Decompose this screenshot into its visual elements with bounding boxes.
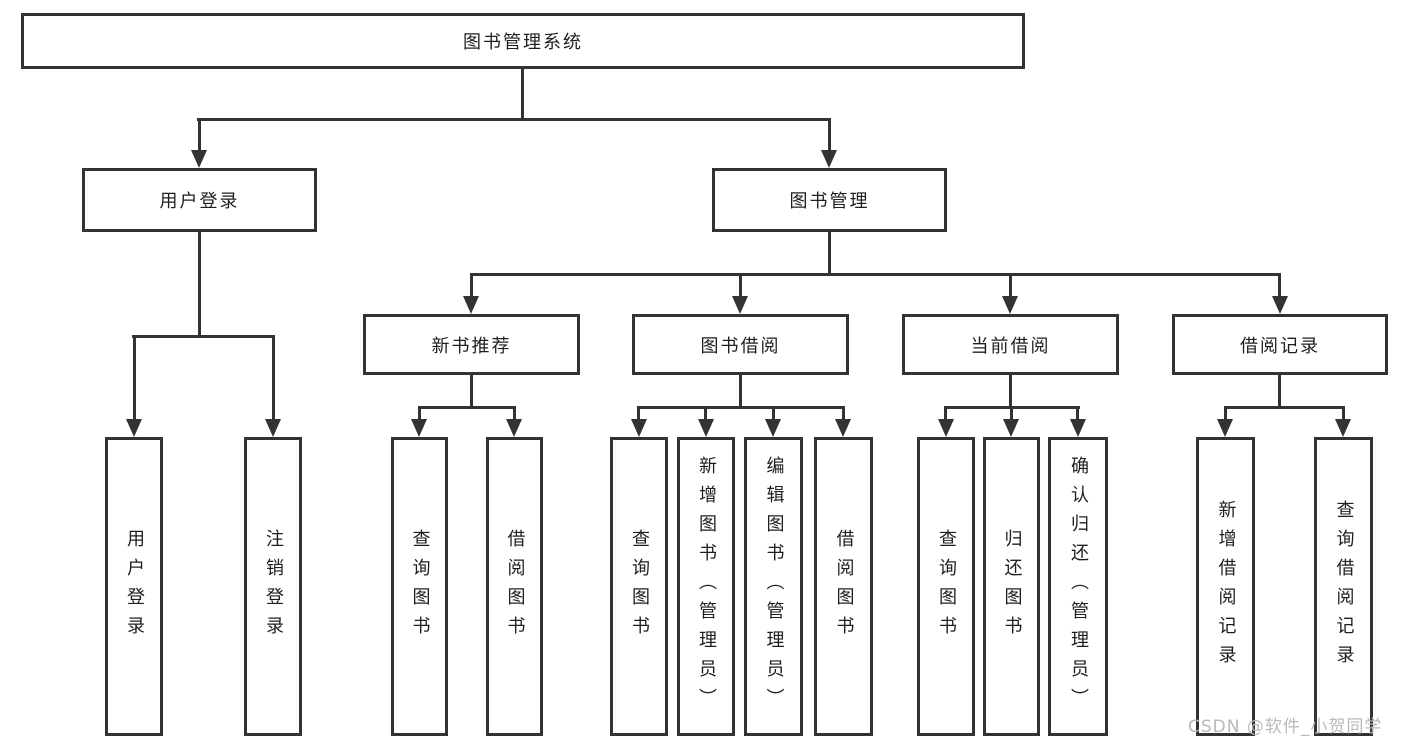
leaf-rec-query-book: 查询图书 <box>391 437 448 736</box>
connector-line <box>828 232 831 276</box>
leaf-br-query-record: 查询借阅记录 <box>1314 437 1373 736</box>
leaf-cb-confirm-return-admin: 确认归还（管理员） <box>1048 437 1108 736</box>
leaf-label: 新增借阅记录 <box>1215 499 1237 674</box>
arrow-down-icon <box>411 419 427 437</box>
connector-line <box>133 338 136 423</box>
connector-line <box>272 338 275 423</box>
arrow-down-icon <box>631 419 647 437</box>
node-book-borrowing: 图书借阅 <box>632 314 849 375</box>
leaf-logout: 注销登录 <box>244 437 302 736</box>
leaf-label: 确认归还（管理员） <box>1068 456 1089 717</box>
arrow-down-icon <box>191 150 207 168</box>
connector-line <box>1009 375 1012 409</box>
connector-line <box>1278 375 1281 409</box>
connector-line <box>1076 409 1079 423</box>
connector-line <box>828 118 831 154</box>
arrow-down-icon <box>938 419 954 437</box>
connector-line <box>772 409 775 423</box>
connector-line <box>197 118 831 121</box>
node-borrowing-records: 借阅记录 <box>1172 314 1388 375</box>
leaf-bb-query-book: 查询图书 <box>610 437 668 736</box>
node-root: 图书管理系统 <box>21 13 1025 69</box>
connector-line <box>1009 276 1012 300</box>
leaf-label: 查询图书 <box>409 528 431 645</box>
arrow-down-icon <box>732 296 748 314</box>
leaf-label: 编辑图书（管理员） <box>763 456 785 717</box>
arrow-down-icon <box>835 419 851 437</box>
connector-line <box>418 409 421 423</box>
node-new-book-recommendation: 新书推荐 <box>363 314 580 375</box>
leaf-label: 归还图书 <box>1001 528 1023 645</box>
connector-line <box>198 232 201 338</box>
leaf-label: 用户登录 <box>124 528 145 645</box>
connector-line <box>521 69 524 118</box>
leaf-label: 新增图书（管理员） <box>696 456 717 717</box>
connector-line <box>637 406 845 409</box>
connector-line <box>1010 409 1013 423</box>
arrow-down-icon <box>821 150 837 168</box>
leaf-bb-borrow-book: 借阅图书 <box>814 437 873 736</box>
arrow-down-icon <box>506 419 522 437</box>
connector-line <box>132 335 275 338</box>
connector-line <box>470 276 473 300</box>
leaf-label: 查询图书 <box>936 528 957 645</box>
connector-line <box>842 409 845 423</box>
leaf-bb-edit-book-admin: 编辑图书（管理员） <box>744 437 803 736</box>
arrow-down-icon <box>1003 419 1019 437</box>
connector-line <box>1342 409 1345 423</box>
leaf-label: 查询图书 <box>629 528 650 645</box>
arrow-down-icon <box>1272 296 1288 314</box>
node-book-management: 图书管理 <box>712 168 947 232</box>
arrow-down-icon <box>463 296 479 314</box>
arrow-down-icon <box>1217 419 1233 437</box>
arrow-down-icon <box>765 419 781 437</box>
connector-line <box>470 273 1281 276</box>
connector-line <box>1224 409 1227 423</box>
connector-line <box>1278 276 1281 300</box>
node-user-login: 用户登录 <box>82 168 317 232</box>
leaf-label: 注销登录 <box>263 528 284 645</box>
arrow-down-icon <box>1070 419 1086 437</box>
connector-line <box>198 118 201 154</box>
leaf-label: 借阅图书 <box>504 528 526 645</box>
connector-line <box>1224 406 1345 409</box>
leaf-label: 查询借阅记录 <box>1333 499 1355 674</box>
connector-line <box>513 409 516 423</box>
leaf-label: 借阅图书 <box>833 528 855 645</box>
leaf-cb-query-book: 查询图书 <box>917 437 975 736</box>
connector-line <box>944 409 947 423</box>
arrow-down-icon <box>698 419 714 437</box>
connector-line <box>739 375 742 409</box>
leaf-rec-borrow-book: 借阅图书 <box>486 437 543 736</box>
leaf-br-add-record: 新增借阅记录 <box>1196 437 1255 736</box>
connector-line <box>704 409 707 423</box>
leaf-cb-return-book: 归还图书 <box>983 437 1040 736</box>
connector-line <box>470 375 473 409</box>
arrow-down-icon <box>265 419 281 437</box>
connector-line <box>637 409 640 423</box>
arrow-down-icon <box>1002 296 1018 314</box>
csdn-watermark: CSDN @软件_小贺同学 <box>1188 717 1383 737</box>
node-current-borrowing: 当前借阅 <box>902 314 1119 375</box>
leaf-user-login: 用户登录 <box>105 437 163 736</box>
arrow-down-icon <box>1335 419 1351 437</box>
connector-line <box>418 406 516 409</box>
connector-line <box>739 276 742 300</box>
connector-line <box>944 406 1080 409</box>
leaf-bb-add-book-admin: 新增图书（管理员） <box>677 437 735 736</box>
arrow-down-icon <box>126 419 142 437</box>
